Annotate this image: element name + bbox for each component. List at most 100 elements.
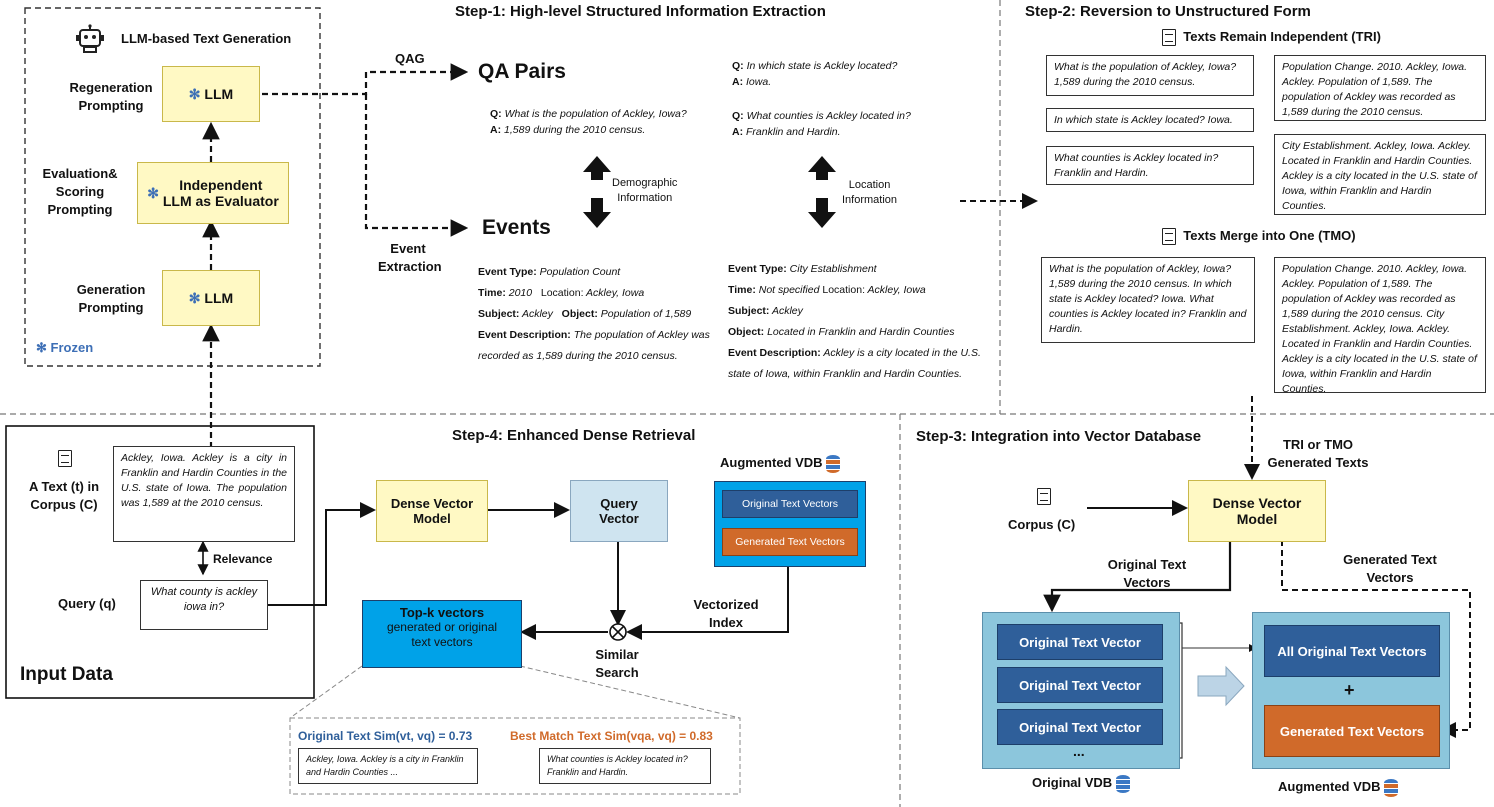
snowflake-icon: ✻ [36, 340, 47, 355]
location-key: Location: [540, 287, 584, 299]
evaluator-llm-box: ✻ Independent LLM as Evaluator [137, 162, 289, 224]
object-key: Object: [728, 326, 765, 338]
q-key: Q: [490, 108, 502, 120]
ev1-type: Population Count [539, 266, 621, 278]
original-text-vector-3: Original Text Vector [997, 709, 1163, 745]
original-text-vectors-label: Original Text Vectors [1107, 557, 1187, 590]
subject-key: Subject: [478, 308, 520, 320]
corpus-text-box: Ackley, Iowa. Ackley is a city in Frankl… [113, 446, 295, 542]
llm-label: LLM [204, 290, 234, 306]
ev1-subject: Ackley [521, 308, 553, 320]
ev1-object: Population of 1,589 [600, 308, 692, 320]
qa3-question: What counties is Ackley located in? [746, 110, 911, 122]
database-icon [1384, 778, 1399, 797]
tri-or-tmo-label: TRI or TMO Generated Texts [1267, 437, 1369, 470]
tmo-heading: Texts Merge into One (TMO) [1162, 228, 1356, 246]
database-icon [826, 454, 841, 473]
event-1-details: Event Type: Population Count Time: 2010 … [478, 262, 718, 367]
augmented-vdb-text: Augmented VDB [720, 455, 823, 470]
event-type-key: Event Type: [478, 266, 537, 278]
document-icon [1162, 228, 1176, 246]
topk-subtitle: generated or original text vectors [386, 620, 498, 649]
tmo-text-right: Population Change. 2010. Ackley, Iowa. A… [1274, 257, 1486, 395]
plus-sign: + [1344, 680, 1355, 700]
description-key: Event Description: [478, 329, 571, 341]
query-vector-box: Query Vector [570, 480, 668, 542]
input-data-label: Input Data [20, 664, 113, 685]
tri-text-5: City Establishment. Ackley, Iowa. Ackley… [1274, 134, 1486, 215]
llm-label: LLM [204, 86, 234, 102]
a-key: A: [732, 76, 744, 88]
original-text-snippet: Ackley, Iowa. Ackley is a city in Frankl… [298, 748, 478, 784]
topk-vectors-box: Top-k vectors generated or original text… [362, 600, 522, 668]
tri-label: Texts Remain Independent (TRI) [1183, 29, 1381, 44]
ev2-subject: Ackley [771, 305, 803, 317]
ev1-time: 2010 [508, 287, 533, 299]
similar-search-label: Similar Search [595, 647, 639, 680]
vectorized-index-label: Vectorized Index [693, 597, 759, 630]
ev2-location: Ackley, Iowa [867, 284, 926, 296]
augmented-vdb-text: Augmented VDB [1278, 779, 1381, 794]
evaluator-label: Independent LLM as Evaluator [162, 177, 279, 209]
step2-title: Step-2: Reversion to Unstructured Form [1025, 3, 1311, 20]
topk-title: Top-k vectors [399, 605, 485, 620]
dense-vector-model-box: Dense Vector Model [1188, 480, 1326, 542]
a-key: A: [732, 126, 744, 138]
qa-pair-1: Q: What is the population of Ackley, Iow… [490, 106, 687, 138]
relevance-label: Relevance [213, 552, 273, 566]
tri-heading: Texts Remain Independent (TRI) [1162, 29, 1381, 47]
a-text-in-corpus-label: A Text (t) in Corpus (C) [28, 479, 100, 512]
time-key: Time: [478, 287, 506, 299]
query-text-box: What county is ackley iowa in? [140, 580, 268, 630]
original-text-vector-2: Original Text Vector [997, 667, 1163, 703]
document-icon [1037, 485, 1051, 506]
evaluation-prompting-label: Evaluation& Scoring Prompting [42, 166, 118, 217]
tmo-label: Texts Merge into One (TMO) [1183, 228, 1356, 243]
snowflake-icon: ✻ [147, 184, 159, 201]
a-key: A: [490, 124, 502, 136]
qag-label: QAG [395, 51, 425, 66]
original-text-similarity: Original Text Sim(vt, vq) = 0.73 [298, 729, 473, 743]
ev1-location: Ackley, Iowa [586, 287, 645, 299]
events-heading: Events [482, 216, 551, 239]
llm-text-generation-title: LLM-based Text Generation [121, 31, 292, 46]
regeneration-llm-box: ✻ LLM [162, 66, 260, 122]
qa2-question: In which state is Ackley located? [746, 60, 898, 72]
original-vdb-text: Original VDB [1032, 775, 1113, 790]
qa-pairs-heading: QA Pairs [478, 60, 566, 83]
generated-text-vectors-label: Generated Text Vectors [1343, 552, 1437, 585]
event-extraction-label: Event Extraction [378, 241, 442, 274]
snowflake-icon: ✻ [188, 85, 201, 102]
tmo-text-left: What is the population of Ackley, Iowa? … [1041, 257, 1255, 343]
qa-pair-3: Q: What counties is Ackley located in? A… [732, 108, 911, 140]
snowflake-icon: ✻ [188, 289, 201, 306]
ev1-description: The population of Ackley was recorded as… [478, 329, 710, 362]
object-key: Object: [561, 308, 598, 320]
best-match-snippet: What counties is Ackley located in? Fran… [539, 748, 711, 784]
step4-title: Step-4: Enhanced Dense Retrieval [452, 427, 696, 444]
ev2-description: Ackley is a city located in the U.S. sta… [728, 347, 981, 380]
location-info-label: Location Information [842, 179, 898, 206]
location-key: Location: [822, 284, 865, 296]
original-text-vector-1: Original Text Vector [997, 624, 1163, 660]
tri-text-2: In which state is Ackley located? Iowa. [1046, 108, 1254, 132]
qa1-question: What is the population of Ackley, Iowa? [504, 108, 687, 120]
qa1-answer: 1,589 during the 2010 census. [504, 124, 646, 136]
tri-text-1: What is the population of Ackley, Iowa? … [1046, 55, 1254, 96]
demographic-info-label: Demographic Information [612, 177, 678, 204]
q-key: Q: [732, 110, 744, 122]
best-match-similarity: Best Match Text Sim(vqa, vq) = 0.83 [510, 729, 713, 743]
step3-title: Step-3: Integration into Vector Database [916, 428, 1202, 445]
corpus-label: Corpus (C) [1008, 517, 1076, 532]
frozen-label: Frozen [50, 340, 94, 355]
qa-pair-2: Q: In which state is Ackley located? A: … [732, 58, 897, 90]
all-original-vectors-box: All Original Text Vectors [1264, 625, 1440, 677]
generated-vectors-box: Generated Text Vectors [1264, 705, 1440, 757]
regeneration-prompting-label: Regeneration Prompting [69, 80, 153, 113]
augmented-vdb-title: Augmented VDB [720, 454, 841, 473]
subject-key: Subject: [728, 305, 770, 317]
generated-text-vectors-box: Generated Text Vectors [722, 528, 858, 556]
document-icon [1162, 29, 1176, 47]
event-type-key: Event Type: [728, 263, 787, 275]
